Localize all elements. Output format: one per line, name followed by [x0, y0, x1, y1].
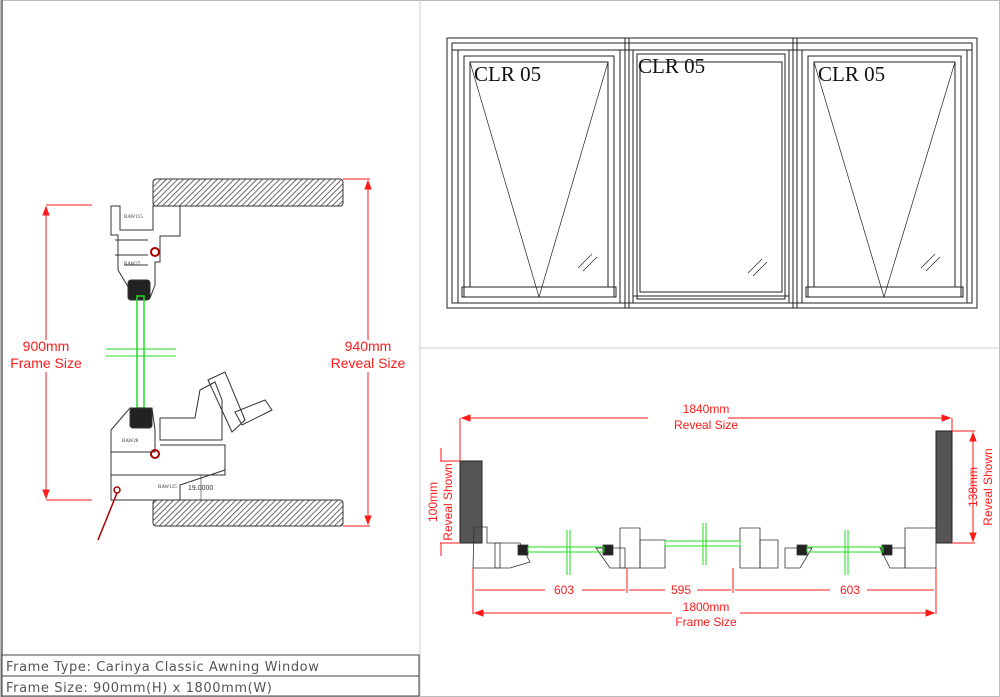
pane-middle: [632, 49, 790, 304]
left-reveal-dimension: [440, 448, 460, 556]
section-view: RAW115 RAW27 RAW28 RAW125 19.0000 9: [10, 178, 406, 541]
frame-size-text: Frame Size: 900mm(H) x 1800mm(W): [6, 681, 272, 696]
reveal-width-label: Reveal Size: [674, 418, 738, 432]
reveal-width-dimension: [459, 414, 953, 461]
pane-left-glass-label: CLR 05: [474, 62, 541, 86]
right-reveal-dimension: [952, 430, 977, 544]
pane-right: [801, 49, 968, 304]
profile-label-raw28: RAW28: [122, 439, 139, 444]
pane-right-glass-label: CLR 05: [818, 62, 885, 86]
profile-label-raw115: RAW115: [124, 215, 143, 220]
right-reveal: [935, 430, 953, 544]
frame-height-value: 900mm: [23, 338, 70, 354]
reveal-height-label: Reveal Size: [331, 355, 406, 371]
frame-height-dimension: [42, 204, 92, 501]
sill-dimension: 19.0000: [188, 485, 213, 492]
profile-label-raw125: RAW125: [158, 485, 177, 490]
frame-type-text: Frame Type: Carinya Classic Awning Windo…: [6, 660, 319, 675]
left-reveal: [459, 460, 483, 544]
segment-dimensions: [472, 568, 937, 617]
glass-pane: [136, 295, 145, 409]
head-profile: [110, 205, 181, 301]
elevation-view: [446, 37, 978, 309]
segment-middle-value: 595: [671, 583, 691, 597]
reveal-height-value: 940mm: [345, 338, 392, 354]
sill-reveal: [152, 499, 344, 527]
title-block: Frame Type: Carinya Classic Awning Windo…: [1, 654, 420, 697]
right-reveal-label: Reveal Shown: [981, 448, 995, 525]
frame-height-label: Frame Size: [10, 355, 82, 371]
segment-right-value: 603: [840, 583, 860, 597]
reveal-height-dimension: [343, 178, 372, 527]
pane-left: [457, 49, 621, 304]
head-reveal: [152, 178, 344, 207]
plan-glass: [527, 523, 884, 575]
right-reveal-value: 138mm: [966, 467, 980, 507]
left-reveal-value: 100mm: [426, 482, 440, 522]
segment-left-value: 603: [554, 583, 574, 597]
profile-label-raw27: RAW27: [124, 262, 141, 267]
reveal-width-value: 1840mm: [683, 402, 730, 416]
sill-profile: [110, 371, 273, 501]
plan-view: 1840mm Reveal Size 100mm Reveal Shown 13…: [426, 402, 995, 629]
sill-flashing: [97, 492, 118, 541]
outer-frame: [446, 37, 978, 309]
frame-width-value: 1800mm: [683, 600, 730, 614]
pane-middle-glass-label: CLR 05: [638, 54, 705, 78]
left-reveal-label: Reveal Shown: [441, 463, 455, 540]
frame-width-label: Frame Size: [675, 615, 737, 629]
